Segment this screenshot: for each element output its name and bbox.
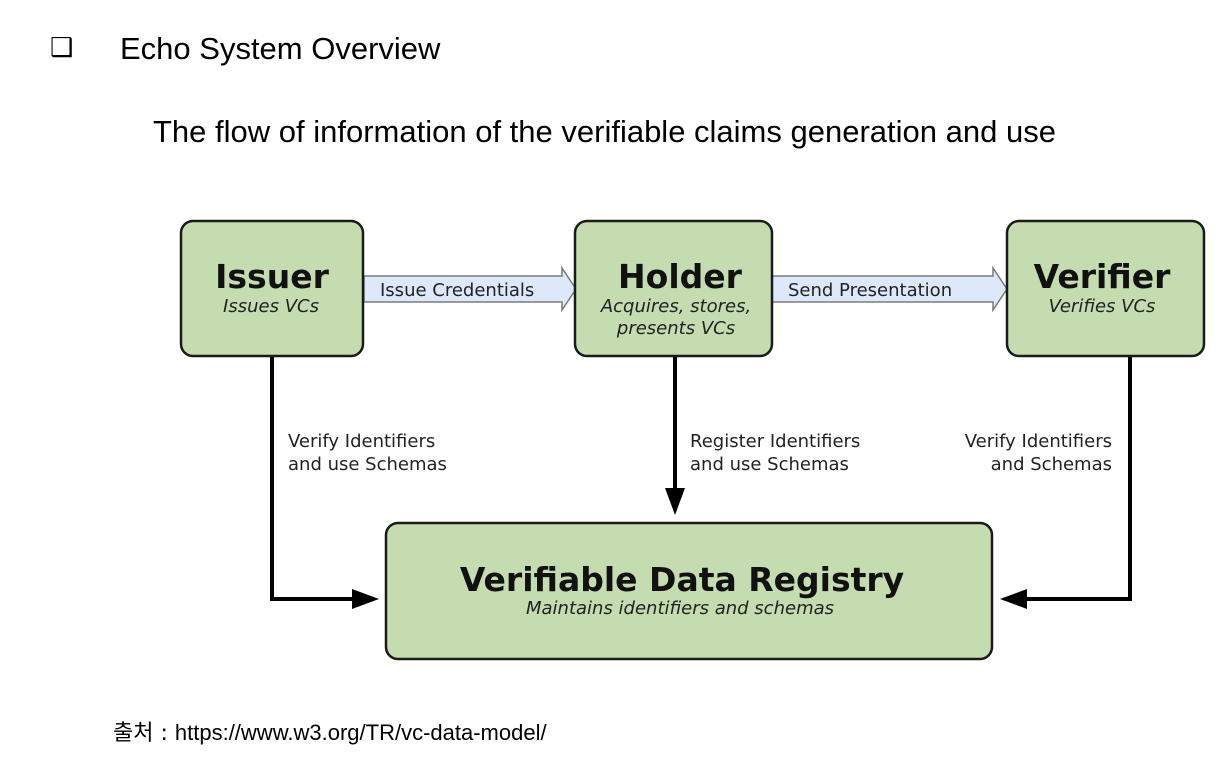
verifier-subtitle: Verifies VCs (1049, 296, 1156, 317)
issuer-title: Issuer (215, 257, 329, 296)
source-citation: 출처 : https://www.w3.org/TR/vc-data-model… (113, 718, 547, 749)
verifier-box (1005, 219, 1206, 358)
verifier-registry-label-line1: Verify Identifiers (965, 431, 1112, 452)
verifier-to-registry-arrowhead (1000, 589, 1027, 609)
registry-box (384, 521, 994, 661)
registry-subtitle: Maintains identifiers and schemas (526, 598, 834, 619)
holder-registry-label-line2: and use Schemas (690, 454, 849, 475)
holder-title: Holder (618, 257, 743, 296)
verifier-to-registry-connector (1020, 357, 1132, 601)
slide-subtitle: The flow of information of the verifiabl… (153, 114, 1056, 149)
checkbox-bullet-icon: ❑ (50, 33, 74, 63)
holder-registry-label-line1: Register Identifiers (690, 431, 860, 452)
verifier-title: Verifier (1034, 257, 1172, 296)
source-prefix: 출처 : (113, 721, 175, 746)
section-heading-text: Echo System Overview (120, 30, 441, 66)
issuer-box (179, 219, 365, 358)
issuer-registry-label-line2: and use Schemas (288, 454, 447, 475)
verifier-registry-label-line2: and Schemas (991, 454, 1112, 475)
issuer-registry-label-line1: Verify Identifiers (288, 431, 435, 452)
holder-box (573, 219, 774, 358)
source-url[interactable]: https://www.w3.org/TR/vc-data-model/ (174, 720, 547, 745)
holder-subtitle-line2: presents VCs (616, 318, 735, 339)
issuer-subtitle: Issues VCs (223, 296, 319, 317)
issuer-to-registry-arrowhead (352, 589, 379, 609)
holder-subtitle-line1: Acquires, stores, (600, 296, 751, 317)
registry-title: Verifiable Data Registry (460, 560, 904, 599)
issue-credentials-arrow (363, 265, 577, 313)
issue-credentials-label: Issue Credentials (380, 280, 534, 301)
issuer-to-registry-connector (270, 357, 360, 601)
holder-to-registry-arrowhead (665, 488, 685, 515)
send-presentation-label: Send Presentation (788, 280, 952, 301)
section-heading: ❑ Echo System Overview (50, 28, 440, 68)
send-presentation-arrow (771, 265, 1008, 313)
